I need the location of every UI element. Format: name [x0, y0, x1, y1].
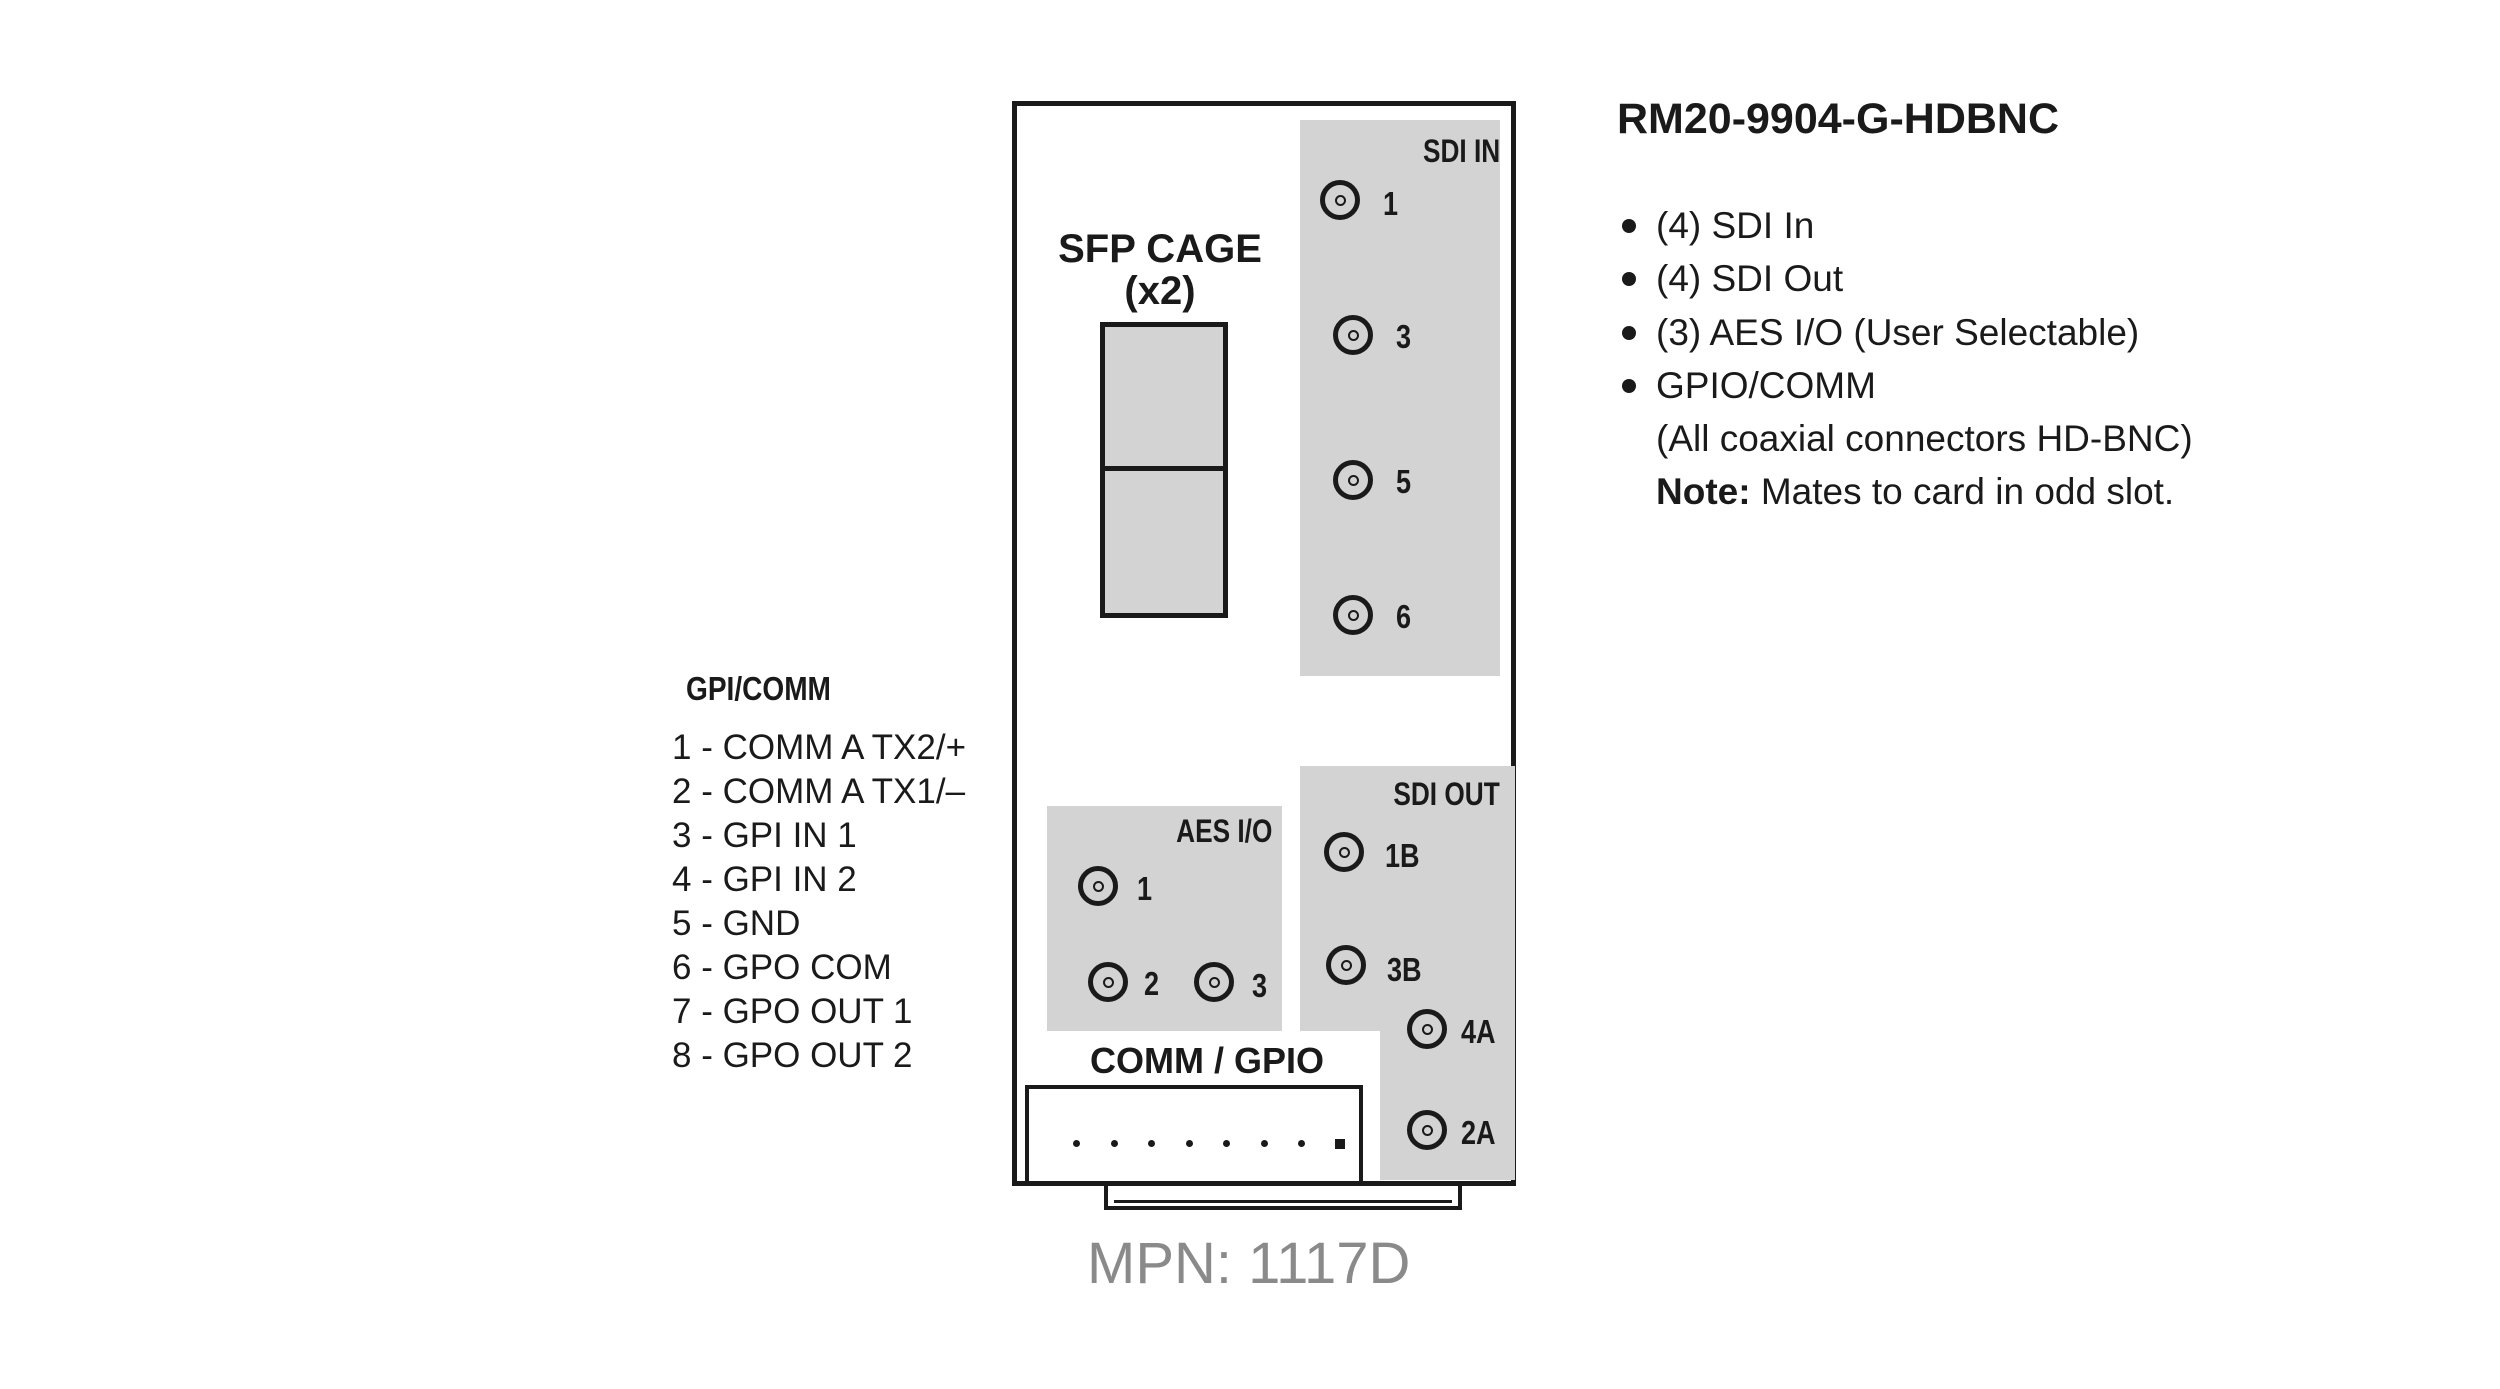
note-text: Mates to card in odd slot.: [1750, 471, 2175, 512]
slot-note: Note: Mates to card in odd slot.: [1656, 471, 2174, 513]
sfp-slot-1: [1100, 322, 1228, 474]
gpi-pin-3: 3 - GPI IN 1: [672, 816, 857, 855]
sdi-out-4a-connector-icon: [1407, 1009, 1447, 1049]
gpi-pin-4: 4 - GPI IN 2: [672, 860, 857, 899]
sdi-in-1-label: 1: [1383, 185, 1399, 222]
mpn-label: MPN: 1117D: [1087, 1231, 1411, 1296]
gpi-pin-2: 2 - COMM A TX1/–: [672, 772, 966, 811]
terminal-pin-6: [1260, 1140, 1268, 1147]
sdi-out-2a-label: 2A: [1461, 1114, 1496, 1151]
sdi-in-6-connector-icon: [1333, 595, 1373, 635]
terminal-pin-1: [1073, 1140, 1080, 1147]
gpi-pin-6: 6 - GPO COM: [672, 948, 892, 987]
gpi-pin-8: 8 - GPO OUT 2: [672, 1036, 913, 1075]
aes-2-connector-icon: [1088, 962, 1128, 1002]
sdi-in-3-connector-icon: [1333, 315, 1373, 355]
gpi-pin-7: 7 - GPO OUT 1: [672, 992, 913, 1031]
bullet-icon: [1622, 272, 1636, 286]
feature-gpio-comm: GPIO/COMM: [1656, 365, 1876, 406]
sdi-out-1b-label: 1B: [1385, 837, 1420, 874]
sdi-in-3-label: 3: [1396, 318, 1412, 355]
sdi-in-1-connector-icon: [1320, 180, 1360, 220]
feature-sdi-in: (4) SDI In: [1656, 205, 1815, 246]
sdi-in-5-label: 5: [1396, 463, 1412, 500]
terminal-pin-8: [1334, 1139, 1345, 1149]
gpi-comm-title: GPI/COMM: [686, 670, 831, 707]
bullet-icon: [1622, 326, 1636, 340]
sfp-cage-count: (x2): [1124, 269, 1196, 313]
note-label: Note:: [1656, 471, 1751, 512]
gpi-pin-1: 1 - COMM A TX2/+: [672, 728, 967, 767]
sdi-out-3b-label: 3B: [1387, 951, 1422, 988]
sdi-out-panel-lower: [1380, 1025, 1515, 1180]
bullet-icon: [1622, 379, 1636, 393]
terminal-pin-4: [1185, 1140, 1193, 1147]
product-model-title: RM20-9904-G-HDBNC: [1617, 95, 2060, 143]
aes-1-label: 1: [1137, 870, 1153, 907]
sdi-out-3b-connector-icon: [1326, 945, 1366, 985]
comm-gpio-terminal-block: [1025, 1085, 1363, 1185]
feature-aes-io: (3) AES I/O (User Selectable): [1656, 312, 2140, 353]
sdi-in-6-label: 6: [1396, 598, 1412, 635]
sdi-out-panel: [1300, 766, 1515, 1031]
comm-gpio-title: COMM / GPIO: [1090, 1040, 1324, 1081]
sdi-out-2a-connector-icon: [1407, 1110, 1447, 1150]
terminal-pin-3: [1148, 1140, 1155, 1147]
card-connector-tab-edge: [1114, 1200, 1452, 1203]
terminal-pin-2: [1110, 1140, 1118, 1147]
feature-sdi-out: (4) SDI Out: [1656, 258, 1844, 299]
sdi-out-title: SDI OUT: [1393, 776, 1500, 812]
sfp-slot-2: [1100, 466, 1228, 618]
aes-3-connector-icon: [1194, 962, 1234, 1002]
aes-io-panel: [1047, 806, 1282, 1031]
sdi-out-1b-connector-icon: [1324, 832, 1364, 872]
gpi-pin-list: 1 - COMM A TX2/+ 2 - COMM A TX1/– 3 - GP…: [672, 726, 966, 1078]
sdi-out-4a-label: 4A: [1461, 1013, 1496, 1050]
card-connector-tab: [1104, 1186, 1462, 1210]
gpi-pin-5: 5 - GND: [672, 904, 801, 943]
terminal-pin-7: [1298, 1140, 1305, 1147]
aes-1-connector-icon: [1078, 866, 1118, 906]
aes-io-title: AES I/O: [1175, 813, 1272, 849]
sfp-cage-label: SFP CAGE (x2): [1010, 228, 1310, 312]
sfp-cage-title: SFP CAGE: [1058, 227, 1262, 271]
sdi-in-title: SDI IN: [1422, 133, 1500, 169]
aes-2-label: 2: [1144, 965, 1160, 1002]
sdi-in-5-connector-icon: [1333, 460, 1373, 500]
coaxial-note: (All coaxial connectors HD-BNC): [1656, 418, 2193, 459]
bullet-icon: [1622, 219, 1636, 233]
aes-3-label: 3: [1252, 967, 1268, 1004]
terminal-pin-5: [1223, 1140, 1230, 1147]
